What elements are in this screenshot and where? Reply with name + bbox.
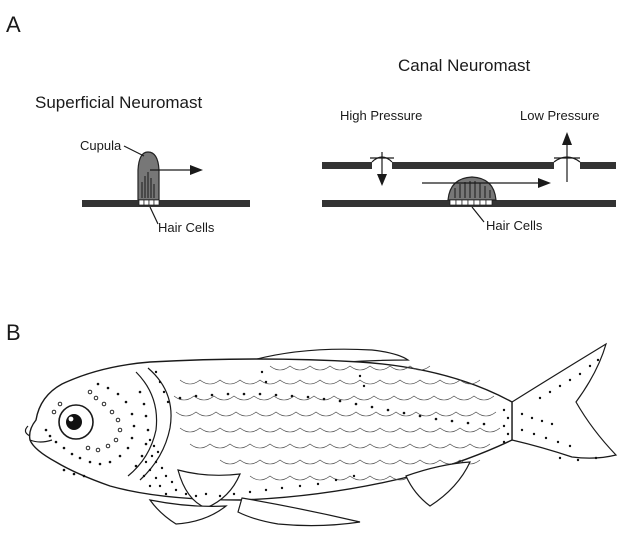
pectoral-fin	[178, 470, 240, 508]
panel-a-letter: A	[6, 12, 21, 37]
canal-top-wall	[322, 157, 616, 169]
cupula-label: Cupula	[80, 138, 122, 153]
canal-hair-cells-leader-line	[472, 207, 484, 222]
high-pressure-label: High Pressure	[340, 108, 422, 123]
panel-a: A Superficial Neuromast	[6, 12, 616, 235]
superficial-hair-cell-bases	[139, 200, 159, 205]
low-pressure-arrow-icon	[554, 132, 580, 182]
superficial-hair-cells-leader-line	[150, 207, 158, 224]
canal-hair-cell-bases	[450, 200, 492, 205]
high-pressure-arrow-icon	[370, 152, 394, 186]
canal-neuromast-title: Canal Neuromast	[398, 56, 531, 75]
cupula-leader-line	[124, 146, 144, 156]
canal-neuromast-diagram: Canal Neuromast High Pressure Low Pressu…	[322, 56, 616, 233]
canal-hair-cells-label: Hair Cells	[486, 218, 543, 233]
superficial-epidermis-bar	[82, 200, 250, 207]
superficial-neuromast-diagram: Superficial Neuromast	[35, 93, 250, 235]
superficial-neuromast-title: Superficial Neuromast	[35, 93, 203, 112]
fish-eye	[59, 405, 93, 439]
fish-illustration	[25, 344, 616, 526]
caudal-fin	[512, 344, 616, 458]
superficial-hair-cells-label: Hair Cells	[158, 220, 215, 235]
panel-b-letter: B	[6, 320, 21, 345]
low-pressure-label: Low Pressure	[520, 108, 599, 123]
panel-b: B	[6, 320, 616, 526]
pelvic-fin	[238, 498, 360, 526]
